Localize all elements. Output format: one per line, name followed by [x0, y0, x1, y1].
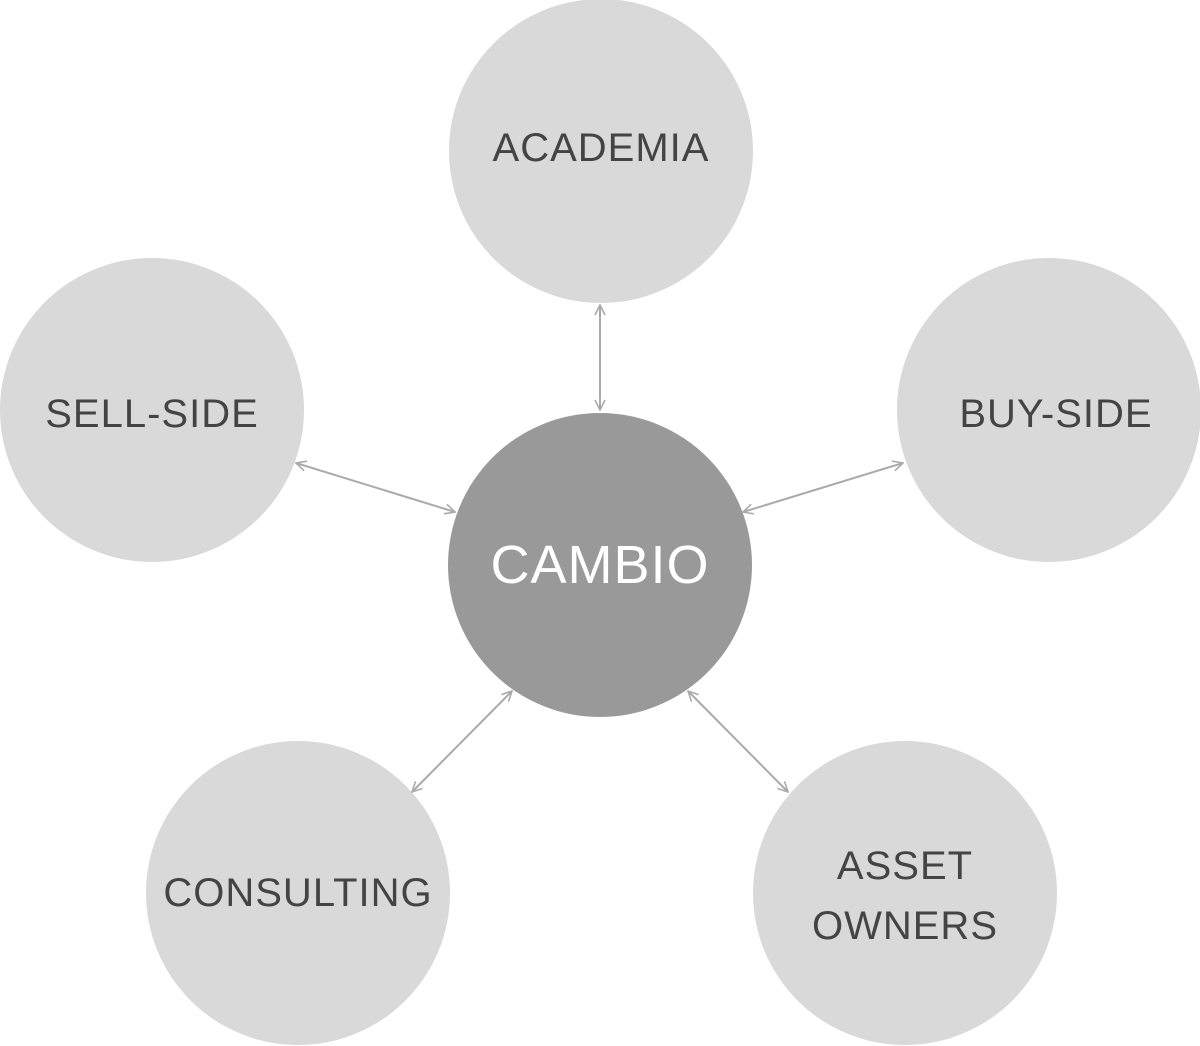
node-label-line-2: OWNERS [812, 904, 998, 948]
node-label: BUY-SIDE [959, 392, 1152, 436]
hub-cambio: CAMBIO [448, 413, 752, 717]
node-buy-side: BUY-SIDE [897, 258, 1200, 562]
node-label: CONSULTING [163, 871, 432, 915]
link-buyside-cambio [743, 463, 903, 512]
hub-label: CAMBIO [490, 535, 709, 595]
node-sell-side: SELL-SIDE [0, 258, 304, 562]
node-label-line-1: ASSET [837, 844, 973, 888]
link-assetowners-cambio [688, 691, 788, 792]
node-circle [753, 741, 1057, 1045]
node-circle [0, 258, 304, 562]
hub-circle [448, 413, 752, 717]
node-circle [449, 0, 753, 303]
link-sellside-cambio [296, 463, 455, 512]
node-consulting: CONSULTING [146, 741, 450, 1045]
link-consulting-cambio [412, 691, 512, 792]
node-circle [897, 258, 1200, 562]
node-label: ACADEMIA [493, 126, 710, 170]
node-asset-owners: ASSET OWNERS [753, 741, 1057, 1045]
node-circle [146, 741, 450, 1045]
node-label: SELL-SIDE [45, 392, 259, 436]
node-academia: ACADEMIA [449, 0, 753, 303]
